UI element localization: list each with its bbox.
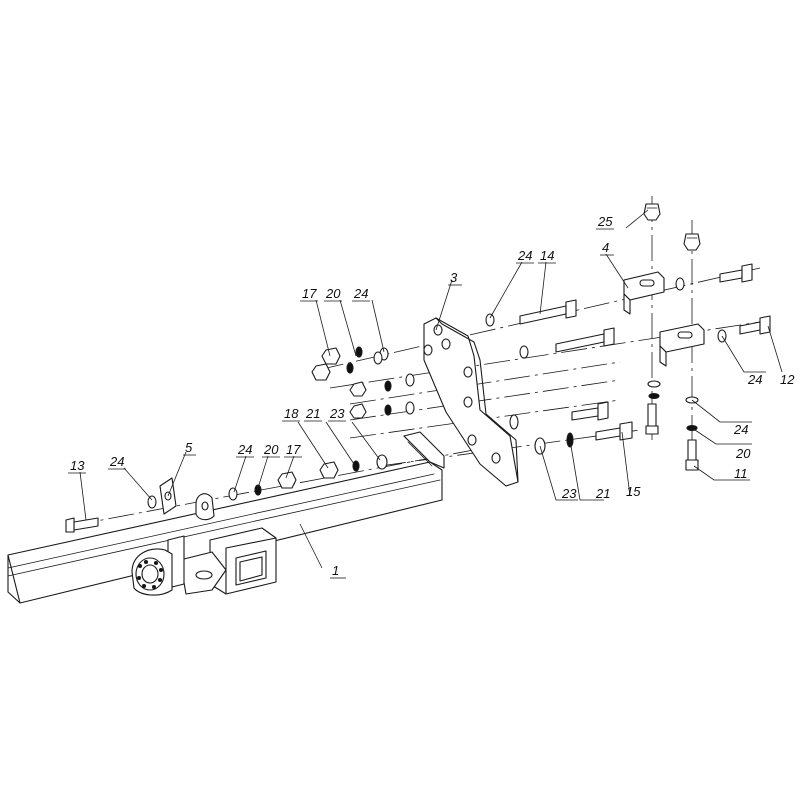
callout-13: 13 (70, 458, 85, 473)
nut-17-upper-a (321, 347, 341, 365)
callout-24-right-b: 24 (733, 422, 748, 437)
bolt-13 (65, 517, 99, 533)
hitch-receiver (179, 527, 277, 595)
callout-3: 3 (450, 270, 458, 285)
socket-plate (131, 535, 185, 596)
nut-18 (319, 461, 339, 479)
callout-18: 18 (284, 406, 299, 421)
nut-25 (643, 203, 661, 221)
nut-17-upper-b (311, 363, 331, 381)
angle-bracket-upper (623, 271, 665, 315)
bolt-15 (595, 421, 633, 441)
callout-24-right-a: 24 (747, 372, 762, 387)
bolt-long-middle (555, 327, 615, 353)
callout-12: 12 (780, 372, 795, 387)
washers (147, 277, 727, 509)
bolt-12 (739, 315, 771, 335)
callout-17-upper: 17 (302, 286, 317, 301)
callout-21-left: 21 (305, 406, 320, 421)
callout-1: 1 (332, 563, 339, 578)
nut-mid-a (349, 381, 367, 397)
bolt-lower-plate (571, 401, 609, 421)
nut-mid-b (349, 403, 367, 419)
bolt-14 (519, 299, 577, 325)
callout-24-upper: 24 (353, 286, 368, 301)
callout-20-right: 20 (735, 446, 751, 461)
callout-24-left: 24 (237, 442, 252, 457)
callout-5: 5 (185, 440, 193, 455)
callout-17-lower: 17 (286, 442, 301, 457)
side-bracket-plate (423, 317, 519, 487)
callout-underlines (68, 228, 614, 579)
bolt-upper-right (719, 263, 753, 283)
callout-24-top: 24 (517, 248, 532, 263)
callout-23-left: 23 (329, 406, 345, 421)
callout-15: 15 (626, 484, 641, 499)
bolt-11 (685, 439, 699, 471)
small-plate (159, 477, 215, 521)
callout-14: 14 (540, 248, 554, 263)
main-beam (7, 431, 445, 604)
callout-23-right: 23 (561, 486, 577, 501)
nut-17-left (277, 471, 297, 489)
lock-washers (254, 346, 698, 496)
callout-21-right: 21 (595, 486, 610, 501)
callout-24-far-left: 24 (109, 454, 124, 469)
nut-upper-right (683, 233, 701, 251)
callout-25: 25 (597, 214, 613, 229)
bolts (65, 263, 771, 533)
leader-lines (79, 209, 783, 569)
nuts (277, 203, 701, 489)
callout-20-upper: 20 (325, 286, 341, 301)
callout-4: 4 (602, 240, 609, 255)
angle-bracket-lower (659, 323, 705, 367)
callout-20-left: 20 (263, 442, 279, 457)
callout-labels: 1 3 4 5 11 12 13 14 15 17 17 18 20 20 20… (70, 214, 795, 578)
callout-11: 11 (734, 466, 748, 481)
bolt-vertical-upper (645, 403, 659, 435)
